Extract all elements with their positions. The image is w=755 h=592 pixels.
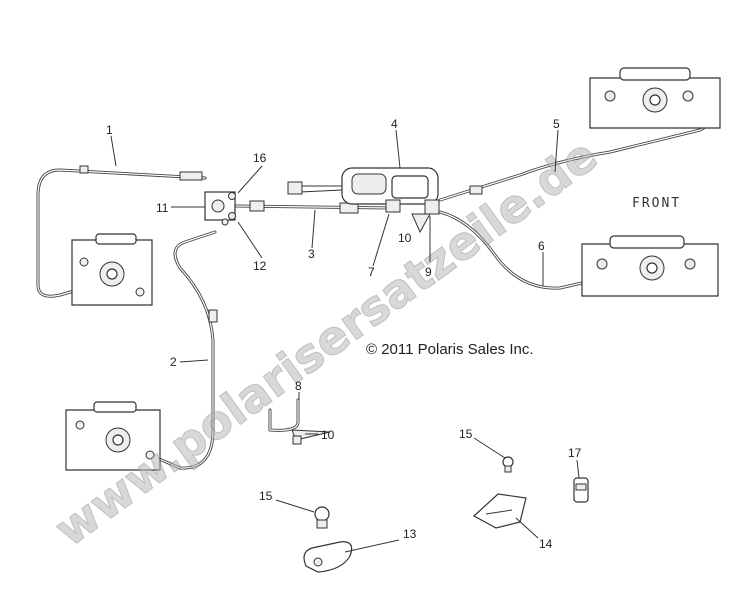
- front-label: FRONT: [632, 196, 681, 211]
- distribution-block: [204, 191, 236, 226]
- callout-10-upper: 10: [398, 231, 412, 245]
- bolt-15-lower: [314, 506, 330, 529]
- callout-leaders: [110, 129, 580, 553]
- callout-9: 9: [425, 265, 432, 279]
- bracket-14: [472, 493, 527, 529]
- copyright-notice: © 2011 Polaris Sales Inc.: [366, 341, 534, 358]
- left-rear-caliper: [65, 401, 161, 471]
- left-front-caliper: [71, 233, 153, 306]
- callout-17: 17: [568, 446, 582, 460]
- callout-15-upper: 15: [459, 427, 473, 441]
- callout-7: 7: [368, 265, 375, 279]
- clip-17: [573, 477, 589, 503]
- callout-13: 13: [403, 527, 417, 541]
- callout-2: 2: [170, 355, 177, 369]
- callout-16: 16: [253, 151, 267, 165]
- callout-6: 6: [538, 239, 545, 253]
- clamp-13: [303, 541, 353, 573]
- brake-line-8: [268, 398, 331, 445]
- callout-1: 1: [106, 123, 113, 137]
- right-rear-caliper: [581, 235, 719, 297]
- brake-line-1: [36, 165, 207, 298]
- brake-line-2: [118, 230, 218, 470]
- callout-8: 8: [295, 379, 302, 393]
- callout-4: 4: [391, 117, 398, 131]
- master-cylinder: [287, 167, 440, 234]
- bolt-15-upper: [502, 456, 514, 473]
- callout-5: 5: [553, 117, 560, 131]
- callout-3: 3: [308, 247, 315, 261]
- callout-12: 12: [253, 259, 267, 273]
- callout-labels: 1 2 3 4 5 6 7 8 9 10 10 11 12 13 14 15 1…: [106, 117, 582, 551]
- callout-15-lower: 15: [259, 489, 273, 503]
- callout-10-lower: 10: [321, 428, 335, 442]
- right-front-caliper: [589, 67, 721, 129]
- callout-11: 11: [156, 201, 169, 215]
- callout-14: 14: [539, 537, 553, 551]
